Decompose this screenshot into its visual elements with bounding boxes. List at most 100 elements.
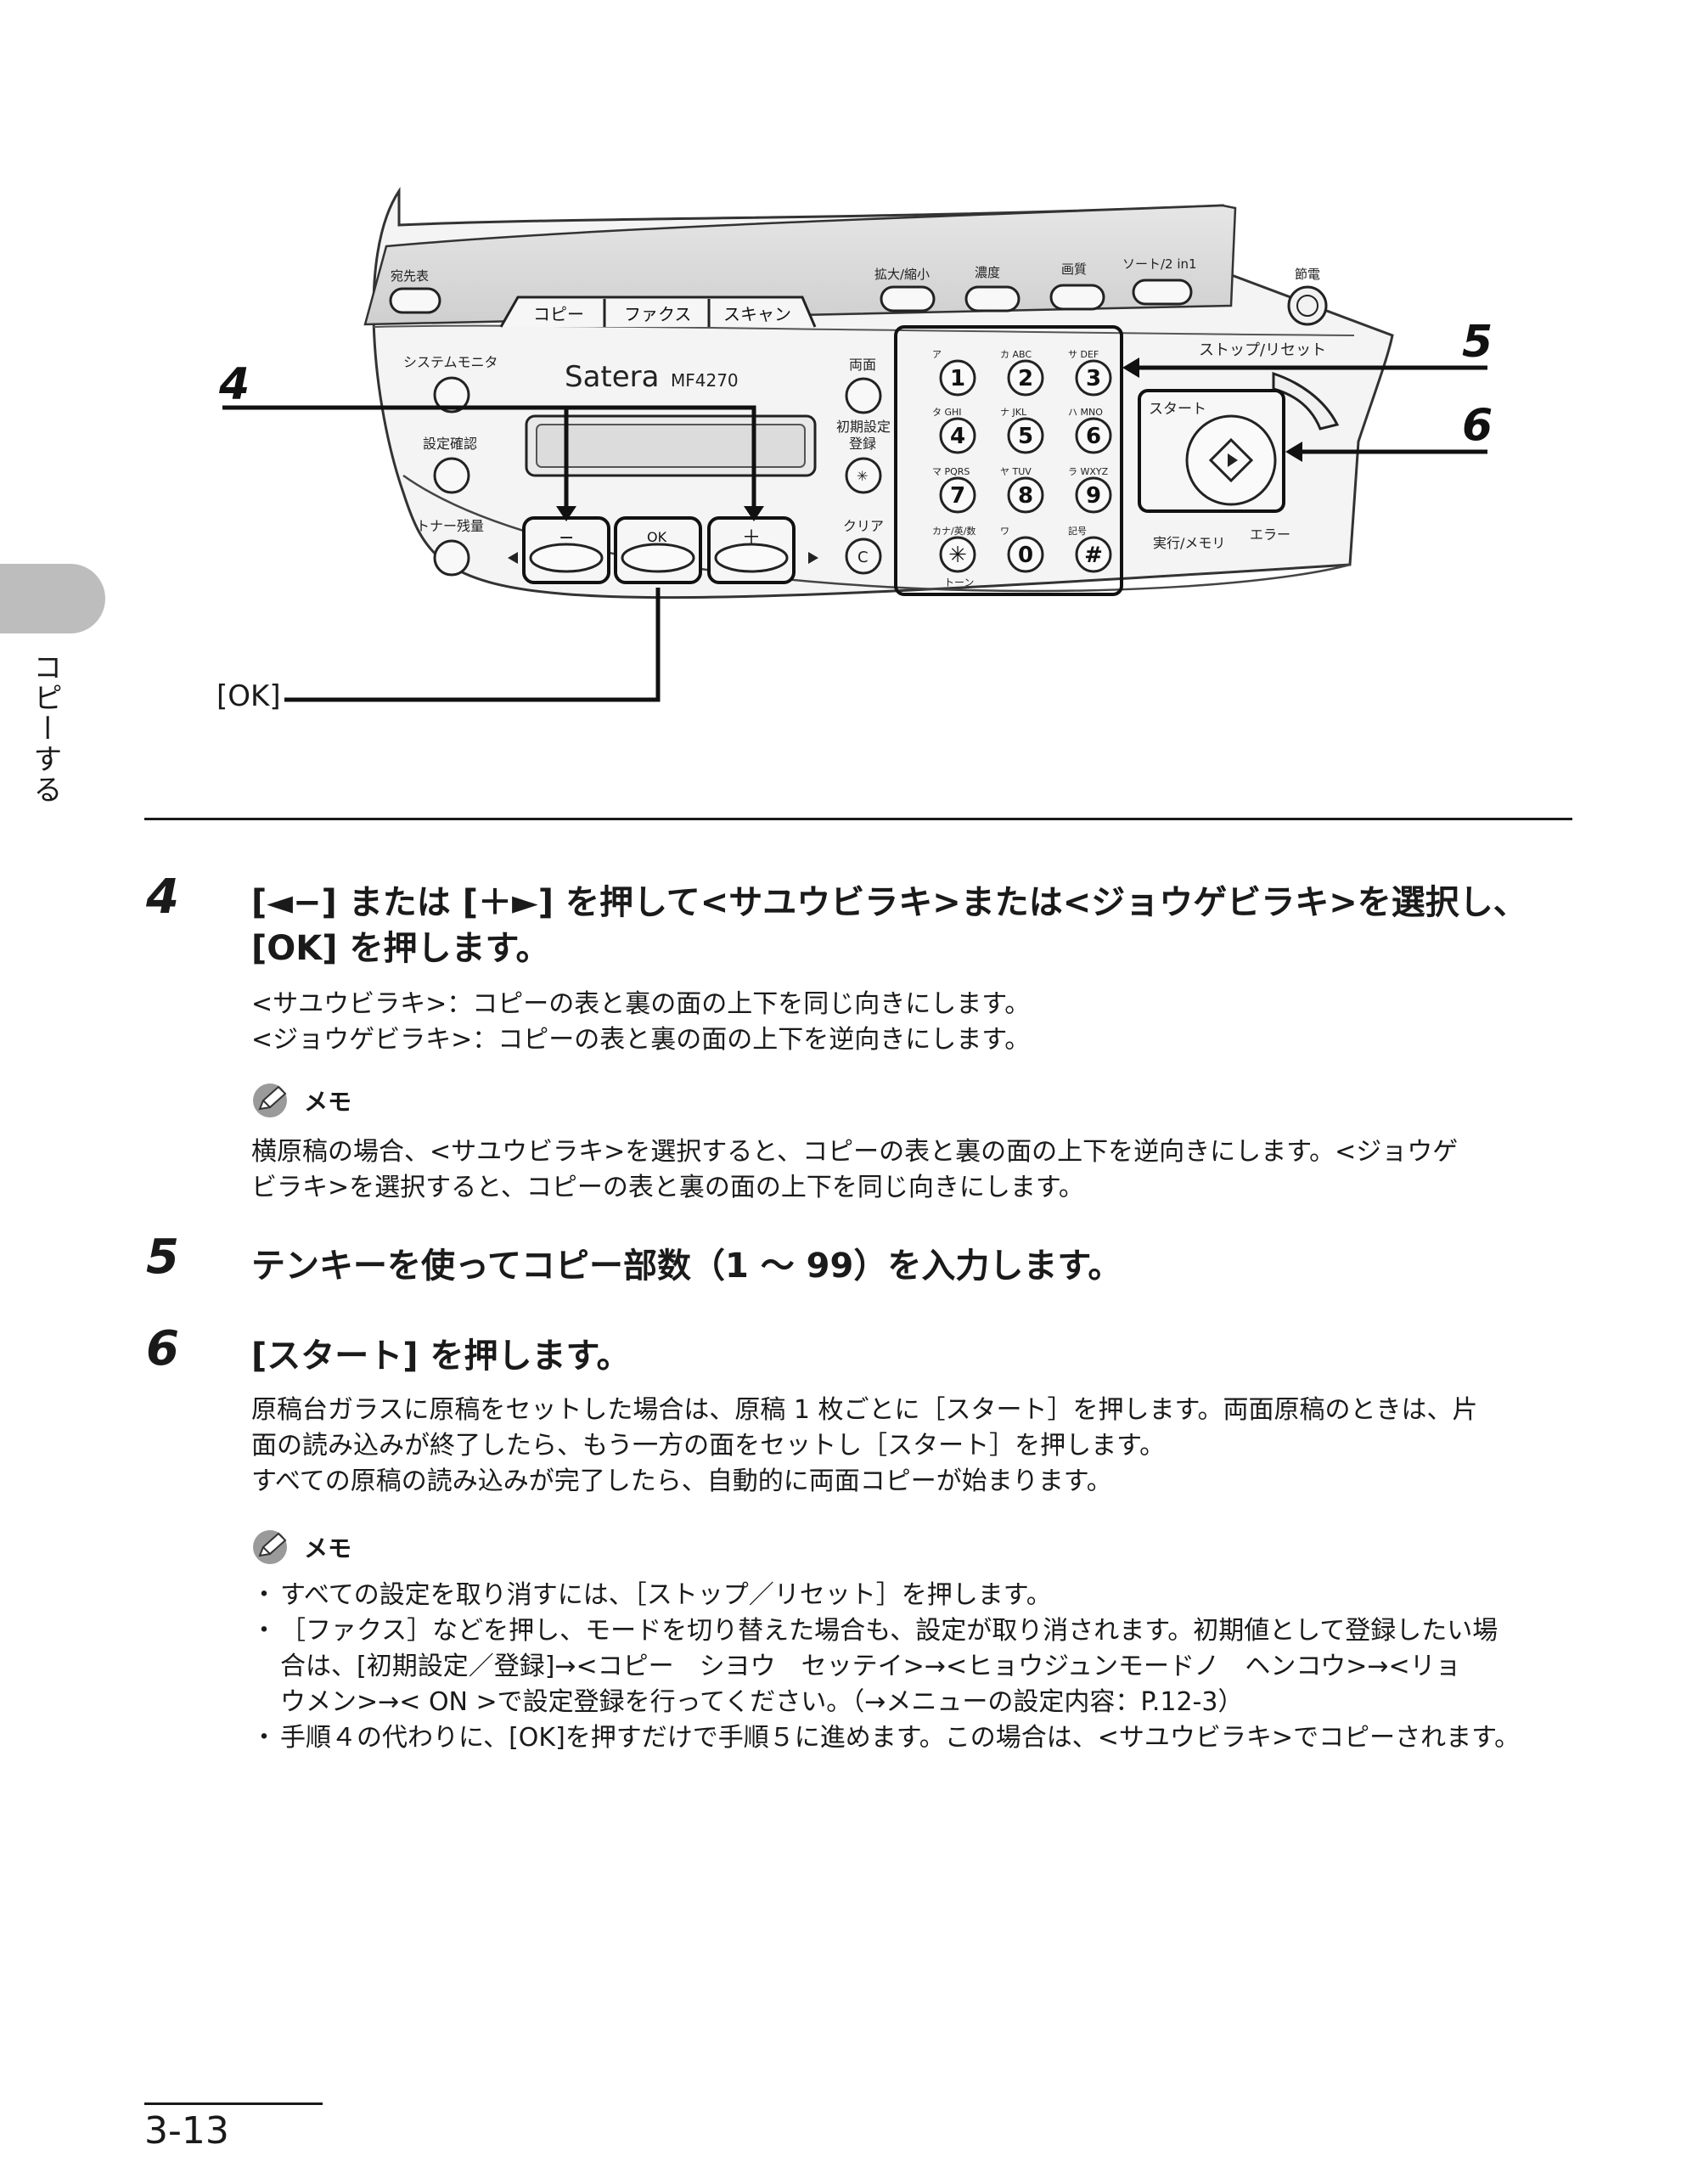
address-book-key-label: 宛先表 <box>391 268 429 284</box>
error-label: エラー <box>1250 526 1290 543</box>
step-4-memo-heading: メモ <box>251 1082 351 1119</box>
keypad-key-star <box>939 536 976 573</box>
svg-text:✳: ✳ <box>857 468 868 484</box>
step-6-body-line-1: 原稿台ガラスに原稿をセットした場合は、原稿 1 枚ごとに［スタート］を押します。… <box>251 1395 1478 1425</box>
ok-key-label: OK <box>647 529 667 545</box>
step-4-number: 4 <box>146 870 179 925</box>
step-5-number: 5 <box>146 1230 179 1285</box>
copy-key-label: コピー <box>533 304 584 324</box>
step-4-memo-text: 横原稿の場合、<サユウビラキ>を選択すると、コピーの表と裏の面の上下を逆向きにし… <box>251 1134 1576 1206</box>
numeric-keypad: 1ア 2 カ ABC 3 サ DEF 4 タ GHI 5 ナ JKL 6 ハ MNO 7 マ PQRS 8… <box>932 349 1112 573</box>
stop-reset-key-label: ストップ/リセット <box>1199 341 1326 359</box>
keypad-key-2 <box>1007 359 1044 397</box>
keypad-key-digit: 2 <box>1018 366 1033 391</box>
page-number: 3-13 <box>144 2109 229 2153</box>
section-tab <box>0 564 105 633</box>
processing-memory-label: 実行/メモリ <box>1153 535 1225 551</box>
ok-callout-caption: [OK] <box>216 679 281 713</box>
scan-key-label: スキャン <box>723 304 791 324</box>
enlarge-reduce-key-label: 拡大/縮小 <box>874 267 930 282</box>
keypad-key-hash <box>1075 536 1112 573</box>
step-6-body-line-3: すべての原稿の読み込みが完了したら、自動的に両面コピーが始まります。 <box>251 1466 1112 1496</box>
step-6-body: 原稿台ガラスに原稿をセットした場合は、原稿 1 枚ごとに［スタート］を押します。… <box>251 1393 1576 1500</box>
step-4-memo-line-1: 横原稿の場合、<サユウビラキ>を選択すると、コピーの表と裏の面の上下を逆向きにし… <box>251 1137 1459 1167</box>
section-divider <box>144 818 1572 820</box>
keypad-key-7 <box>939 476 976 514</box>
keypad-key-sublabel: タ GHI <box>932 407 962 418</box>
keypad-key-sublabel: カナ/英/数 <box>932 525 976 537</box>
keypad-key-sublabel: ハ MNO <box>1068 407 1103 418</box>
svg-text:C: C <box>857 549 869 566</box>
keypad-key-digit: 4 <box>950 424 965 449</box>
callout-6: 6 <box>1462 400 1493 451</box>
step-4-heading-line-2: [OK] を押します。 <box>251 929 550 968</box>
callout-4: 4 <box>218 359 250 410</box>
keypad-key-digit: 5 <box>1018 424 1033 449</box>
toner-key-label: トナー残量 <box>416 518 484 534</box>
keypad-key-sublabel: ナ JKL <box>1000 407 1027 418</box>
memo-bullet-2: ［ファクス］などを押し、モードを切り替えた場合も、設定が取り消されます。初期値と… <box>251 1613 1581 1720</box>
minus-key-label: − <box>559 527 574 549</box>
brand-logo: Satera <box>565 360 659 394</box>
step-4-memo-line-2: ビラキ>を選択すると、コピーの表と裏の面の上下を同じ向きにします。 <box>251 1173 1084 1202</box>
memo-bullet-1: すべての設定を取り消すには、［ストップ／リセット］を押します。 <box>251 1578 1581 1613</box>
start-key-label: スタート <box>1149 401 1206 418</box>
keypad-key-digit: ✳ <box>948 543 967 568</box>
keypad-key-sublabel: 記号 <box>1068 525 1087 537</box>
keypad-key-sublabel: ラ WXYZ <box>1068 466 1109 477</box>
keypad-key-digit: 3 <box>1086 366 1101 391</box>
footer-rule <box>144 2102 323 2105</box>
sort-2in1-key-label: ソート/2 in1 <box>1122 256 1197 272</box>
keypad-key-9 <box>1075 476 1112 514</box>
memo-pencil-icon <box>253 1084 287 1117</box>
keypad-key-sublabel: ワ <box>1000 526 1009 537</box>
callout-5: 5 <box>1462 317 1493 368</box>
keypad-key-6 <box>1075 417 1112 454</box>
plus-key-label: ＋ <box>742 527 761 549</box>
density-key-label: 濃度 <box>975 265 1000 280</box>
step-5-heading: テンキーを使ってコピー部数（1 〜 99）を入力します。 <box>251 1247 1122 1286</box>
keypad-key-digit: 9 <box>1086 483 1101 509</box>
step-6-memo-heading: メモ <box>251 1528 351 1566</box>
step-4-body-line-1: <サユウビラキ>：コピーの表と裏の面の上下を同じ向きにします。 <box>251 989 1031 1019</box>
step-4-heading-line-1: [◄−] または [＋►] を押して<サユウビラキ>または<ジョウゲビラキ>を選… <box>251 883 1527 922</box>
keypad-key-sublabel: ア <box>932 349 942 360</box>
keypad-key-4 <box>939 417 976 454</box>
memo-pencil-icon <box>253 1530 287 1564</box>
keypad-key-sublabel: サ DEF <box>1068 349 1099 360</box>
initial-settings-key-label: 初期設定 <box>836 419 891 435</box>
keypad-key-8 <box>1007 476 1044 514</box>
step-6-memo-label: メモ <box>304 1534 352 1562</box>
section-tab-label: コピーする <box>28 652 62 805</box>
control-panel-illustration: 宛先表 拡大/縮小 濃度 画質 ソート/2 in1 節電 コピー ファクス スキ… <box>218 187 1493 702</box>
power-save-key-label: 節電 <box>1295 267 1320 282</box>
step-4-heading: [◄−] または [＋►] を押して<サユウビラキ>または<ジョウゲビラキ>を選… <box>251 880 1576 971</box>
step-6-body-line-2: 面の読み込みが終了したら、もう一方の面をセットし［スタート］を押します。 <box>251 1431 1166 1461</box>
keypad-key-sublabel: マ PQRS <box>932 466 970 477</box>
step-4-memo-label: メモ <box>304 1088 352 1116</box>
keypad-key-digit: 7 <box>950 483 965 509</box>
fax-key-label: ファクス <box>624 304 691 324</box>
keypad-key-sublabel: ヤ TUV <box>1000 466 1032 477</box>
settings-check-key-label: 設定確認 <box>423 436 477 452</box>
keypad-key-digit: 0 <box>1018 543 1033 568</box>
keypad-key-3 <box>1075 359 1112 397</box>
step-4-body: <サユウビラキ>：コピーの表と裏の面の上下を同じ向きにします。 <ジョウゲビラキ… <box>251 987 1576 1058</box>
step-6-memo-list: すべての設定を取り消すには、［ストップ／リセット］を押します。 ［ファクス］など… <box>251 1578 1581 1756</box>
duplex-key-label: 両面 <box>849 357 876 373</box>
model-name: MF4270 <box>671 370 739 391</box>
step-6-number: 6 <box>146 1321 179 1376</box>
keypad-key-digit: # <box>1084 543 1103 568</box>
keypad-key-digit: 1 <box>950 366 965 391</box>
memo-bullet-3: 手順４の代わりに、[OK]を押すだけで手順５に進めます。この場合は、<サユウビラ… <box>251 1720 1581 1756</box>
clear-key-label: クリア <box>843 518 884 534</box>
keypad-key-5 <box>1007 417 1044 454</box>
keypad-key-digit: 6 <box>1086 424 1101 449</box>
register-key-label: 登録 <box>849 436 876 452</box>
tone-label: トーン <box>944 577 974 588</box>
step-6-heading: [スタート] を押します。 <box>251 1337 631 1376</box>
keypad-key-sublabel: カ ABC <box>1000 349 1032 360</box>
keypad-key-digit: 8 <box>1018 483 1033 509</box>
system-monitor-key-label: システムモニタ <box>403 354 498 370</box>
keypad-key-0 <box>1007 536 1044 573</box>
